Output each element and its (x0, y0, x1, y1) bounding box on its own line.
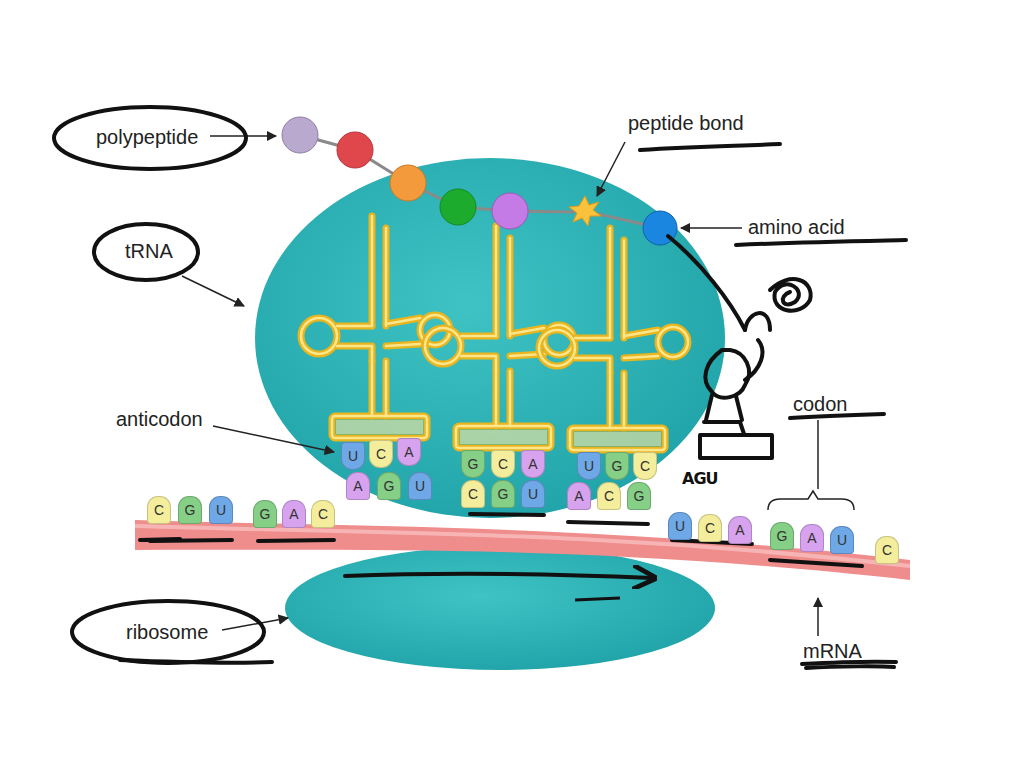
base-letter: U (415, 479, 425, 493)
ribosome-large-subunit (255, 158, 725, 518)
nucleotide: C (633, 452, 657, 480)
trna-molecule (425, 226, 574, 448)
nucleotide: G (627, 482, 651, 510)
part-label: tRNA (125, 240, 173, 262)
nucleotide: G (253, 500, 277, 528)
base-letter: G (468, 457, 479, 471)
nucleotide: A (728, 516, 752, 544)
base-letter: G (185, 503, 196, 517)
trna-molecule (539, 228, 688, 450)
nucleotide: C (875, 536, 899, 564)
nucleotide: A (521, 450, 545, 478)
part-label: codon (793, 393, 848, 415)
polypeptide-chain (282, 117, 677, 245)
base-letter: A (574, 489, 583, 503)
base-letter: G (634, 489, 645, 503)
nucleotide: U (341, 442, 365, 470)
nucleotide: C (698, 514, 722, 542)
hand-annotations (54, 107, 906, 668)
nucleotide: C (311, 500, 335, 528)
base-letter: C (882, 543, 892, 557)
base-letter: U (528, 487, 538, 501)
part-label: amino acid (748, 216, 845, 238)
nucleotide: G (491, 480, 515, 508)
nucleotide: A (282, 500, 306, 528)
part-label: polypeptide (96, 126, 198, 148)
direction-arrow (345, 574, 652, 578)
nucleotide: C (369, 440, 393, 468)
base-letter: G (384, 479, 395, 493)
trna-molecule (301, 216, 450, 438)
base-letter: C (705, 521, 715, 535)
nucleotide: C (461, 480, 485, 508)
base-letter: C (498, 457, 508, 471)
nucleotide: U (209, 496, 233, 524)
base-letter: C (154, 503, 164, 517)
base-letter: A (353, 479, 362, 493)
nucleotide: A (800, 524, 824, 552)
nucleotide: G (178, 496, 202, 524)
hand-stroke (575, 598, 620, 600)
base-letter: G (777, 529, 788, 543)
nucleotide: G (461, 450, 485, 478)
nucleotide: C (147, 496, 171, 524)
nucleotide: C (491, 450, 515, 478)
base-letter: G (498, 487, 509, 501)
part-label: ribosome (126, 621, 208, 643)
base-letter: U (584, 459, 594, 473)
nucleotide: U (830, 526, 854, 554)
base-letter: A (807, 531, 816, 545)
nucleotide: A (567, 482, 591, 510)
base-letter: U (216, 503, 226, 517)
nucleotide: G (605, 452, 629, 480)
base-letter: A (289, 507, 298, 521)
nucleotide: U (521, 480, 545, 508)
part-label: anticodon (116, 408, 203, 430)
base-letter: U (348, 449, 358, 463)
nucleotide: U (577, 452, 601, 480)
nucleotide: U (668, 512, 692, 540)
leader-lines (182, 136, 854, 636)
base-letter: C (640, 459, 650, 473)
ribosome-small-subunit (285, 546, 715, 670)
base-letter: U (837, 533, 847, 547)
base-letter: C (376, 447, 386, 461)
nucleotide: A (346, 472, 370, 500)
base-letter: U (675, 519, 685, 533)
base-letter: C (468, 487, 478, 501)
part-label: mRNA (803, 640, 862, 662)
base-letter: A (735, 523, 744, 537)
mrna-strand (135, 520, 910, 580)
base-letter: G (612, 459, 623, 473)
base-letter: A (528, 457, 537, 471)
base-letter: A (404, 445, 413, 459)
part-label: peptide bond (628, 112, 744, 134)
nucleotide: U (408, 472, 432, 500)
base-letter: C (604, 489, 614, 503)
nucleotide: C (597, 482, 621, 510)
nucleotide: G (770, 522, 794, 550)
nucleotide: G (377, 472, 401, 500)
base-letter: C (318, 507, 328, 521)
nucleotide: A (397, 438, 421, 466)
handwritten-note: AGU (682, 470, 718, 488)
base-letter: G (260, 507, 271, 521)
